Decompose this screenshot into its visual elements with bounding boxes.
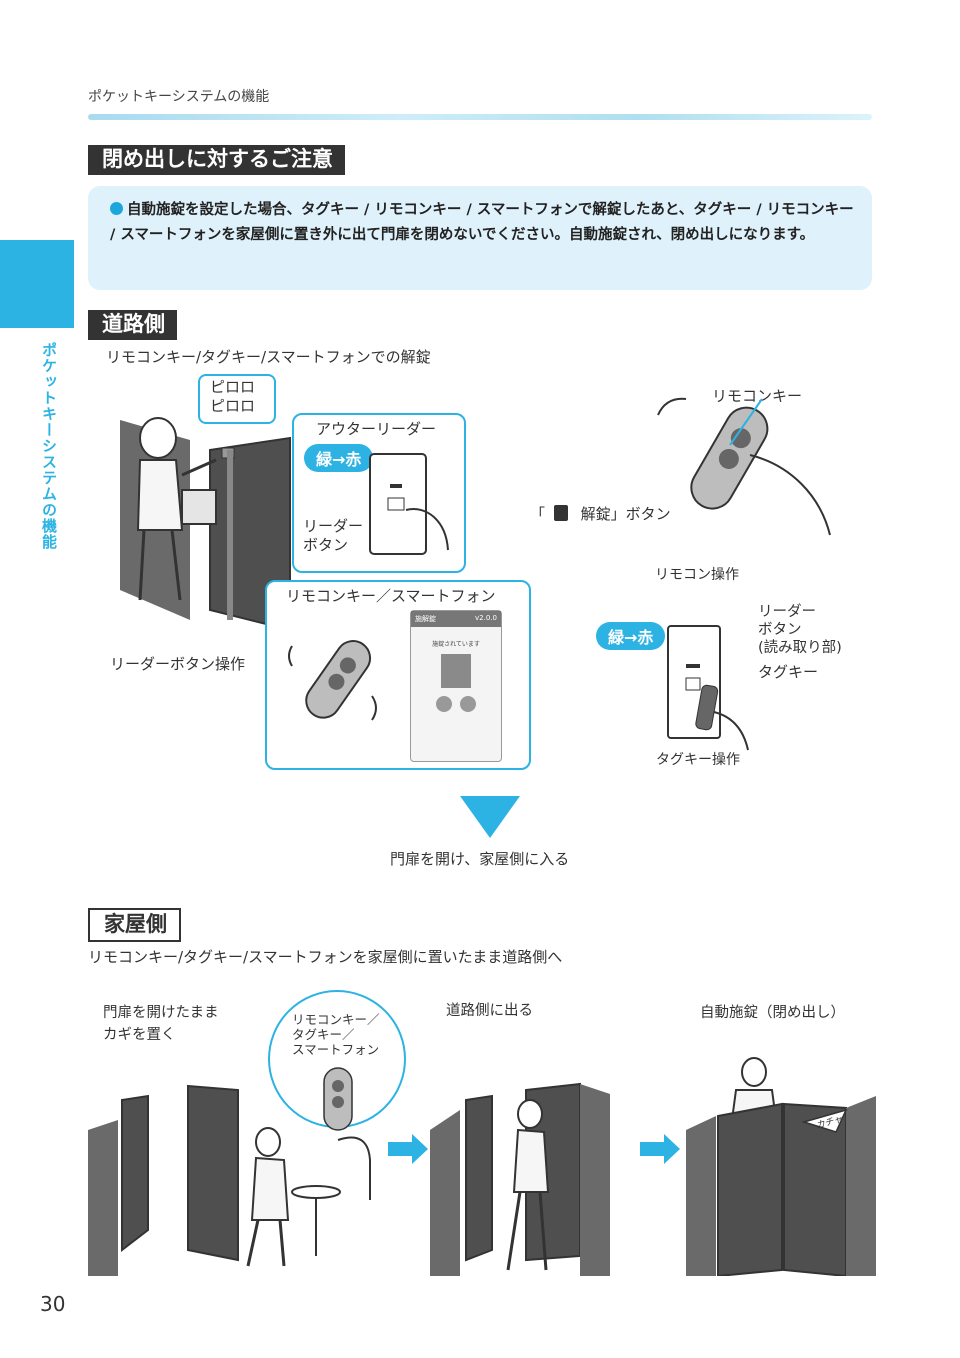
- lock-button[interactable]: [436, 696, 452, 712]
- remote-smart-title: リモコンキー／スマートフォン: [286, 587, 496, 605]
- page-number: 30: [40, 1292, 66, 1316]
- unlock-button-label: 「 解錠」ボタン: [530, 505, 671, 523]
- reader-op-label: リーダーボタン操作: [110, 655, 246, 673]
- step2-label: 道路側に出る: [446, 1003, 533, 1019]
- right-arrow-icon-1: [388, 1134, 428, 1164]
- scene-leave-keys-illustration: [88, 1084, 371, 1276]
- outer-reader-title: アウターリーダー: [316, 420, 437, 438]
- app-version: v2.0.0: [475, 614, 497, 622]
- notice-title: 閉め出しに対するご注意: [88, 145, 345, 176]
- reader-device-illustration: [369, 453, 449, 555]
- chapter-tab: [0, 240, 74, 328]
- unlock-icon: [553, 505, 568, 521]
- right-arrow-icon-2: [640, 1134, 680, 1164]
- status-pill: 緑→赤: [304, 444, 374, 472]
- running-header: ポケットキーシステムの機能: [88, 89, 270, 105]
- header-rule: [88, 114, 872, 120]
- step3-label: 自動施錠（閉め出し）: [700, 1005, 845, 1021]
- house-side-title: 家屋側: [88, 908, 181, 943]
- gate-image: [441, 654, 471, 688]
- remote-hand-illustration: [657, 397, 831, 536]
- remote-key-small-icon: [323, 1067, 353, 1131]
- down-arrow-icon: [460, 796, 520, 838]
- keys-bubble-text: リモコンキー／ タグキー／ スマートフォン: [292, 1012, 380, 1057]
- remote-op-label: リモコン操作: [655, 567, 739, 583]
- road-side-subtitle: リモコンキー/タグキー/スマートフォンでの解錠: [106, 348, 431, 366]
- tag-status-pill: 緑→赤: [596, 622, 666, 650]
- tag-op-label: タグキー操作: [656, 752, 740, 768]
- bullet-icon: [110, 202, 123, 215]
- notice-box: [88, 186, 872, 290]
- scene-go-out-illustration: [430, 1082, 610, 1276]
- remote-key-icon: [288, 640, 377, 721]
- chapter-tab-label: ポケットキーシステムの機能: [40, 342, 58, 550]
- road-side-title: 道路側: [88, 310, 177, 341]
- remote-key-label: リモコンキー: [712, 387, 803, 405]
- scene-locked-out-illustration: [686, 1057, 876, 1276]
- reader-button-label: リーダー ボタン: [303, 517, 364, 554]
- house-side-subtitle: リモコンキー/タグキー/スマートフォンを家屋側に置いたまま道路側へ: [88, 948, 563, 966]
- smartphone-screen: 施解錠 v2.0.0 施錠されています: [410, 610, 502, 762]
- app-title: 施解錠: [415, 615, 436, 623]
- tag-key-label: タグキー: [758, 663, 819, 681]
- tag-reader-label: リーダー ボタン (読み取り部): [758, 604, 842, 656]
- notice-text: 自動施錠を設定した場合、タグキー / リモコンキー / スマートフォンで解錠した…: [110, 202, 854, 243]
- unlock-button[interactable]: [460, 696, 476, 712]
- speech-bubble: ピロロ ピロロ: [198, 374, 276, 424]
- transition-label: 門扉を開け、家屋側に入る: [390, 850, 570, 868]
- app-status: 施錠されています: [432, 641, 480, 648]
- tag-reader-illustration: [667, 625, 749, 751]
- step1-label: 門扉を開けたまま カギを置く: [103, 1005, 219, 1043]
